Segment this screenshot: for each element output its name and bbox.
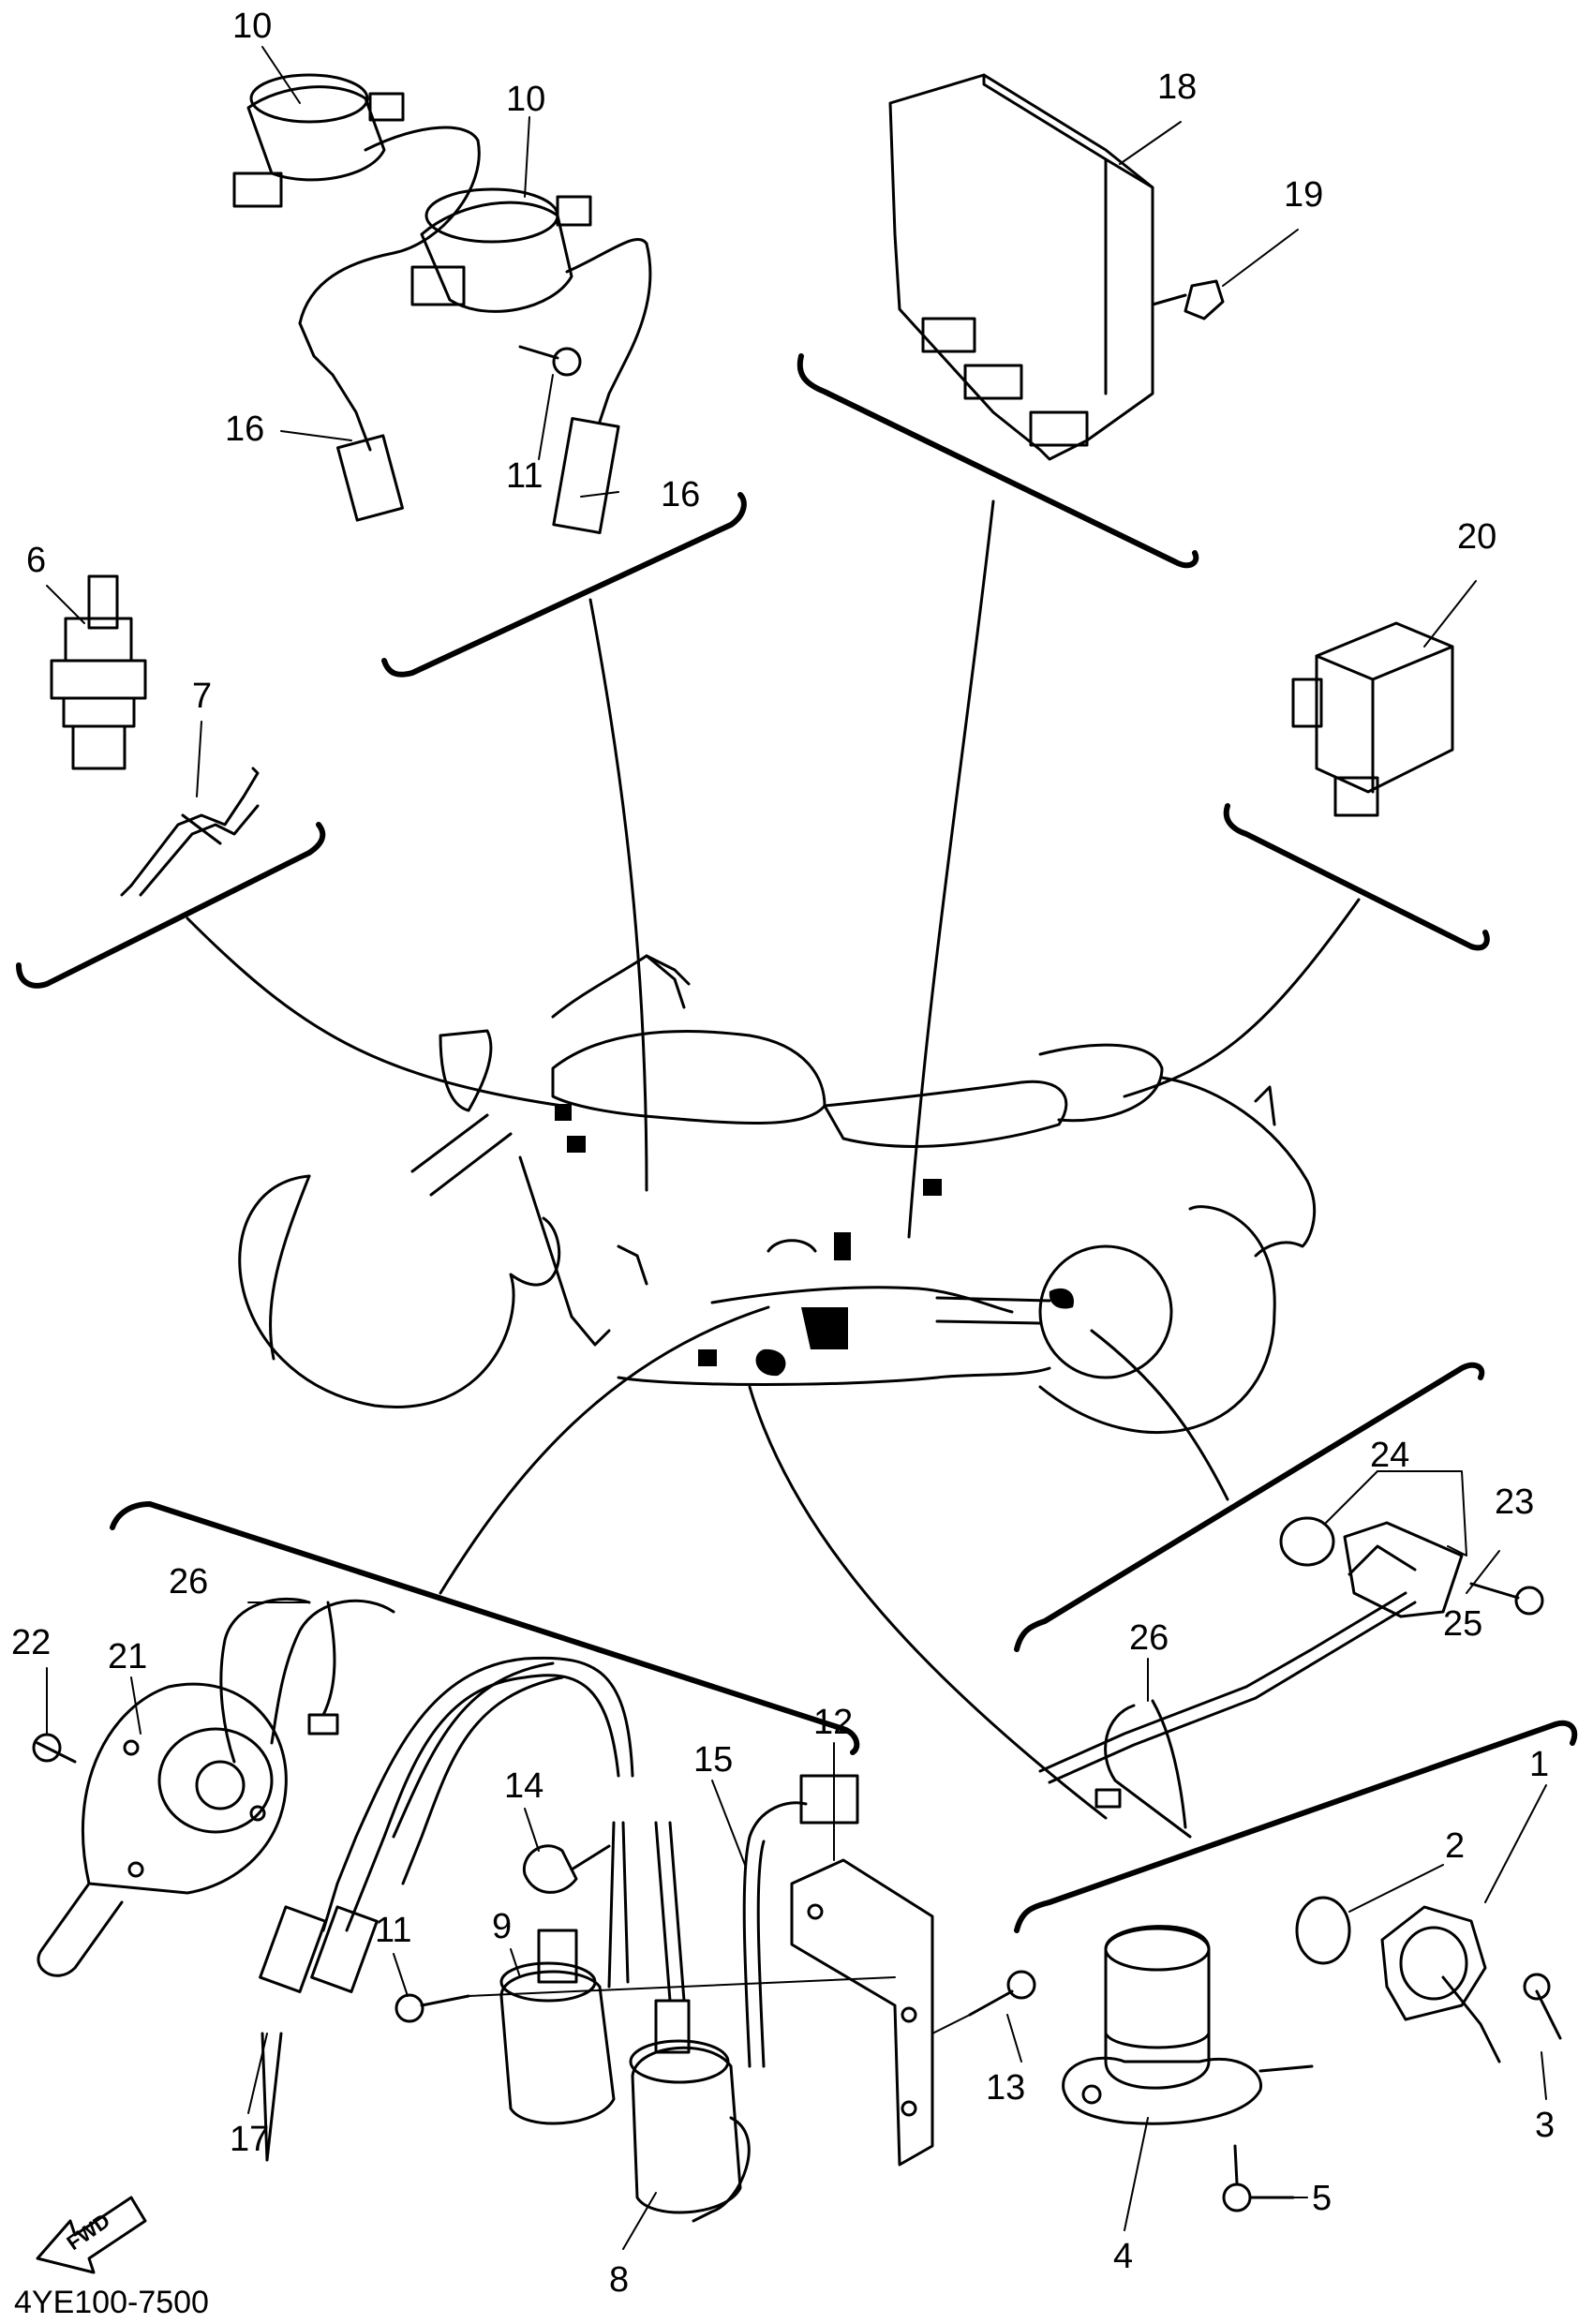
relay-20 [1291, 621, 1454, 817]
callout-20: 20 [1457, 517, 1496, 557]
callout-22: 22 [11, 1623, 51, 1662]
o-ring-2 [1295, 1896, 1351, 1965]
spark-plug-cap-16a [298, 139, 481, 522]
callout-1: 1 [1529, 1745, 1549, 1784]
ignition-coil-8 [629, 1821, 751, 2223]
ignition-coil-10a [232, 73, 480, 208]
spark-plug-leads-17 [259, 1656, 634, 2162]
callout-10-top-right: 10 [506, 80, 545, 119]
callout-3: 3 [1535, 2106, 1555, 2145]
clamp-14 [522, 1844, 611, 1894]
connector-lines [186, 499, 1361, 1820]
callout-10-top-left: 10 [232, 7, 272, 46]
forward-arrow-icon: FWD [36, 2196, 147, 2274]
callout-15: 15 [693, 1740, 733, 1780]
callout-7: 7 [192, 677, 212, 716]
callout-4: 4 [1113, 2237, 1133, 2276]
speed-sensor-23 [1244, 1521, 1464, 1700]
servo-motor-4 [1062, 1925, 1314, 2125]
nut-19 [1151, 279, 1225, 320]
bolt-25 [1469, 1582, 1544, 1616]
wire-harness-15 [742, 1774, 859, 2068]
callout-21: 21 [108, 1637, 147, 1676]
ignition-coil-10b [410, 187, 648, 313]
bolt-11b [395, 1976, 896, 2023]
bolt-5 [1222, 2144, 1295, 2212]
callout-6: 6 [26, 541, 46, 580]
rear-hub [1038, 1244, 1173, 1379]
o-ring-24 [1279, 1516, 1335, 1567]
callout-17: 17 [230, 2120, 269, 2159]
bolt-11a [518, 345, 582, 377]
callout-labels: 10 10 16 11 16 18 19 20 6 7 22 21 26 14 … [11, 7, 1555, 2300]
wire-harness-26b [1038, 1685, 1258, 1839]
callout-25: 25 [1443, 1604, 1482, 1644]
motorcycle-outline [238, 954, 1317, 1434]
callout-2: 2 [1445, 1826, 1465, 1866]
callout-19: 19 [1284, 175, 1323, 215]
callout-12: 12 [813, 1703, 853, 1742]
drawing-code: 4YE100-7500 [14, 2285, 209, 2320]
callout-9: 9 [492, 1907, 512, 1946]
seat [823, 1080, 1068, 1148]
callout-18: 18 [1157, 67, 1197, 107]
callout-14: 14 [504, 1766, 543, 1806]
ecu-18 [888, 73, 1154, 461]
bracket-12 [790, 1858, 934, 2167]
callout-26-right: 26 [1129, 1618, 1169, 1658]
wire-harness-26a [219, 1597, 395, 1764]
callout-26-left: 26 [169, 1562, 208, 1601]
bolt-13 [931, 1970, 1036, 2034]
front-wheel [238, 1174, 561, 1408]
callout-leaders [46, 46, 1547, 2250]
callout-24: 24 [1370, 1436, 1409, 1475]
callout-11-bottom: 11 [375, 1911, 411, 1950]
fuel-tank [551, 1030, 826, 1125]
spark-plug-cap-16b [552, 242, 652, 535]
thermo-switch-6 [50, 574, 147, 770]
callout-13: 13 [986, 2068, 1025, 2108]
group-bracket-lines [16, 353, 1578, 1933]
callout-11-top: 11 [506, 456, 543, 496]
bolt-22 [32, 1733, 77, 1764]
ignition-coil-9 [499, 1821, 630, 2125]
horn-21 [37, 1682, 288, 1977]
temperature-sensor-7 [120, 767, 260, 897]
callout-16-right: 16 [661, 475, 700, 514]
screw-3 [1523, 1973, 1562, 2040]
callout-23: 23 [1495, 1482, 1534, 1522]
callout-16-left: 16 [225, 410, 264, 449]
callout-8: 8 [609, 2260, 629, 2300]
callout-5: 5 [1312, 2179, 1332, 2218]
rear-wheel [1038, 1205, 1276, 1434]
cover-1 [1380, 1905, 1501, 2063]
